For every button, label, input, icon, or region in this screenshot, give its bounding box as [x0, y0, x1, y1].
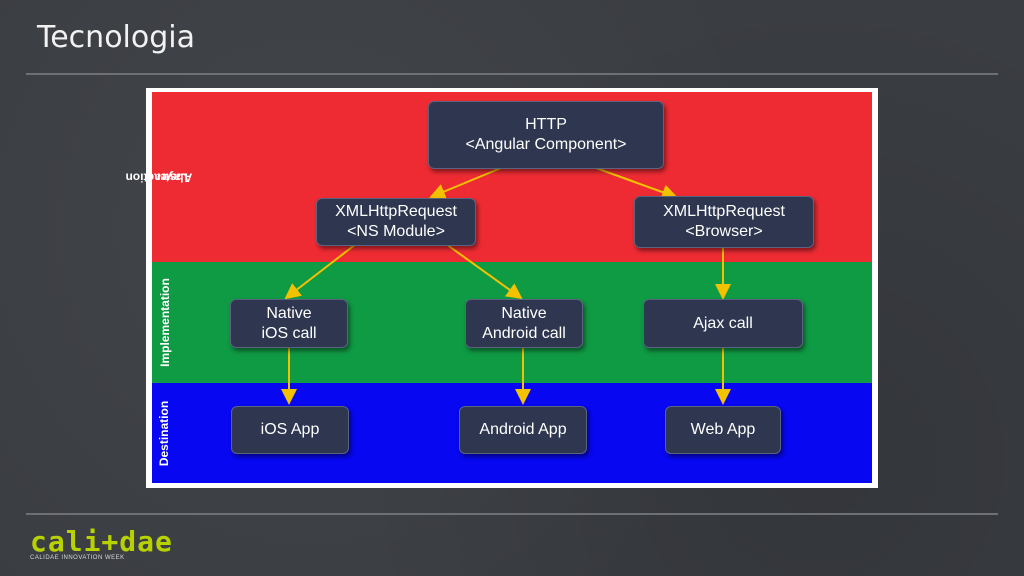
node-native-android-line1: Native	[501, 304, 547, 322]
node-http: HTTP <Angular Component>	[428, 101, 664, 169]
node-android-app: Android App	[459, 406, 587, 454]
connector-arrows	[281, 167, 731, 405]
node-xhr-ns-line2: <NS Module>	[347, 223, 445, 240]
node-native-ios-call: Native iOS call	[230, 299, 348, 348]
node-native-ios-line1: Native	[266, 304, 312, 322]
title-divider	[26, 73, 998, 75]
logo-wordmark: cali+dae	[30, 525, 173, 558]
node-xhr-browser-line1: XMLHttpRequest	[663, 203, 785, 220]
node-xhr-ns-module: XMLHttpRequest <NS Module>	[316, 198, 476, 246]
footer-divider	[26, 513, 998, 515]
logo-tagline: CALIDAE INNOVATION WEEK	[30, 555, 125, 561]
node-ios-app: iOS App	[231, 406, 349, 454]
node-native-ios-line2: iOS call	[261, 324, 317, 342]
node-web-app-label: Web App	[690, 421, 756, 438]
node-xhr-browser-line2: <Browser>	[685, 223, 763, 240]
arrow-http-to-xhr-browser	[595, 167, 678, 200]
arrow-http-to-xhr-ns	[429, 167, 502, 200]
node-ios-app-label: iOS App	[260, 421, 320, 438]
calidae-logo: cali+dae CALIDAE INNOVATION WEEK	[30, 525, 173, 562]
node-native-android-call: Native Android call	[465, 299, 583, 348]
slide-title: Tecnologia	[37, 20, 195, 55]
node-web-app: Web App	[665, 406, 781, 454]
arrow-xhr-ns-to-native-ios	[284, 243, 357, 300]
node-http-line1: HTTP	[525, 116, 567, 133]
node-android-app-label: Android App	[479, 421, 567, 438]
arrow-xhr-ns-to-native-android	[445, 243, 523, 300]
node-ajax-call: Ajax call	[643, 299, 803, 348]
node-ajax-line1: Ajax call	[693, 314, 753, 332]
node-native-android-line2: Android call	[482, 324, 566, 342]
node-xhr-ns-line1: XMLHttpRequest	[335, 203, 457, 220]
node-http-line2: <Angular Component>	[465, 136, 627, 153]
node-xhr-browser: XMLHttpRequest <Browser>	[634, 196, 814, 248]
